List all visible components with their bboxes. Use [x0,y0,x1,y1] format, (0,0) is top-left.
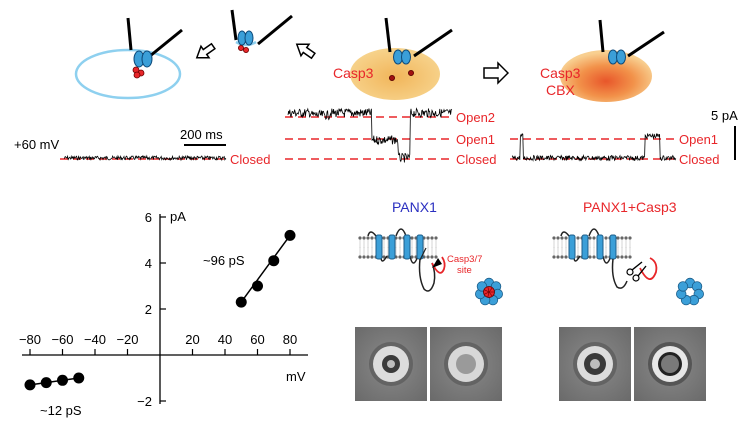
membrane-patch [235,40,257,47]
y-tick-label: 2 [145,302,152,317]
em-class-averages-left [355,327,502,401]
pipette-right-2 [257,14,293,46]
y-tick-label: 6 [145,210,152,225]
pipette-left-3 [384,17,392,53]
iv-fit-line [240,234,291,303]
structure-panel: PANX1 PANX1+Casp3 Casp3/7 site [355,199,706,401]
iv-data-point [24,379,36,391]
scissors-icon [626,261,647,282]
membrane-bilayer-left [358,236,438,259]
membrane-bilayer-right [552,236,632,259]
iv-data-point [57,374,68,386]
iv-fit-lines [29,234,291,386]
x-ticks: −80 −60 −40 −20 20 40 60 80 [19,332,297,355]
schematic-panel: Casp3 Casp3 CBX [74,9,665,102]
em-class-averages-right [559,327,706,401]
x-tick-label: 40 [218,332,232,347]
cell-outline [74,48,182,100]
level-label-open1: Open1 [456,132,495,147]
level-label-open1: Open1 [679,132,718,147]
x-unit-label: mV [286,369,306,384]
y-tick-label: 4 [145,256,152,271]
trace-control [63,154,227,162]
trace-casp3 [287,107,453,163]
iv-data-point [40,377,52,389]
casp3-site-label: Casp3/7 [447,254,482,265]
panx1-cleaved-topology [560,228,658,289]
casp3-label: Casp3 [333,65,374,81]
current-scale-label: 5 pA [711,108,738,123]
y-unit-label: pA [170,209,186,224]
pipette-left-1 [126,17,133,51]
level-label-closed: Closed [230,152,270,167]
right-outline-arrow [195,42,216,59]
heptamer-intact-icon [475,277,503,306]
x-tick-label: 80 [283,332,297,347]
pipette-left-2 [230,9,238,41]
iv-data-point [284,229,296,241]
casp3-site-label-2: site [457,265,472,276]
x-tick-label: −60 [51,332,73,347]
casp3-cbx-droplet [560,50,652,102]
voltage-label: +60 mV [14,137,59,152]
channel-icon [388,49,414,82]
pipette-right-4 [627,30,665,58]
casp3-label-2: Casp3 [540,65,581,81]
level-label-open2: Open2 [456,110,495,125]
slope-high-label: ~96 pS [203,253,245,268]
iv-data-point [73,372,85,384]
heptamer-open-icon [676,277,704,306]
cbx-label: CBX [546,82,575,98]
y-ticks: −2 2 4 6 [137,210,166,409]
panx1-casp3-title: PANX1+Casp3 [583,199,677,215]
casp3-droplet [350,48,440,100]
down-right-outline-arrow [295,43,316,60]
pipette-right-3 [413,28,453,58]
pipette-left-4 [598,19,605,53]
channel-icon [608,49,626,65]
panx1-title: PANX1 [392,199,437,215]
iv-data-point [268,255,280,267]
pipette-right-1 [149,28,183,58]
trace-casp3-cbx [511,133,677,162]
iv-points [24,229,296,391]
x-tick-label: −40 [84,332,106,347]
x-tick-label: −80 [19,332,41,347]
level-label-closed: Closed [456,152,496,167]
traces-panel: +60 mV 200 ms 5 pA Closed Open2 Open1 Cl… [14,107,738,167]
x-tick-label: 60 [250,332,264,347]
slope-low-label: ~12 pS [40,403,82,418]
level-label-closed: Closed [679,152,719,167]
iv-data-point [235,296,247,308]
channel-icon [132,50,153,79]
right-outline-arrow [483,61,510,85]
iv-data-point [252,280,263,292]
x-tick-label: −20 [116,332,138,347]
y-tick-label: −2 [137,394,152,409]
time-scale-label: 200 ms [180,127,223,142]
x-tick-label: 20 [185,332,199,347]
iv-fit-line [29,377,79,386]
panx1-topology: Casp3/7 site [367,228,482,292]
channel-icon [237,30,254,54]
